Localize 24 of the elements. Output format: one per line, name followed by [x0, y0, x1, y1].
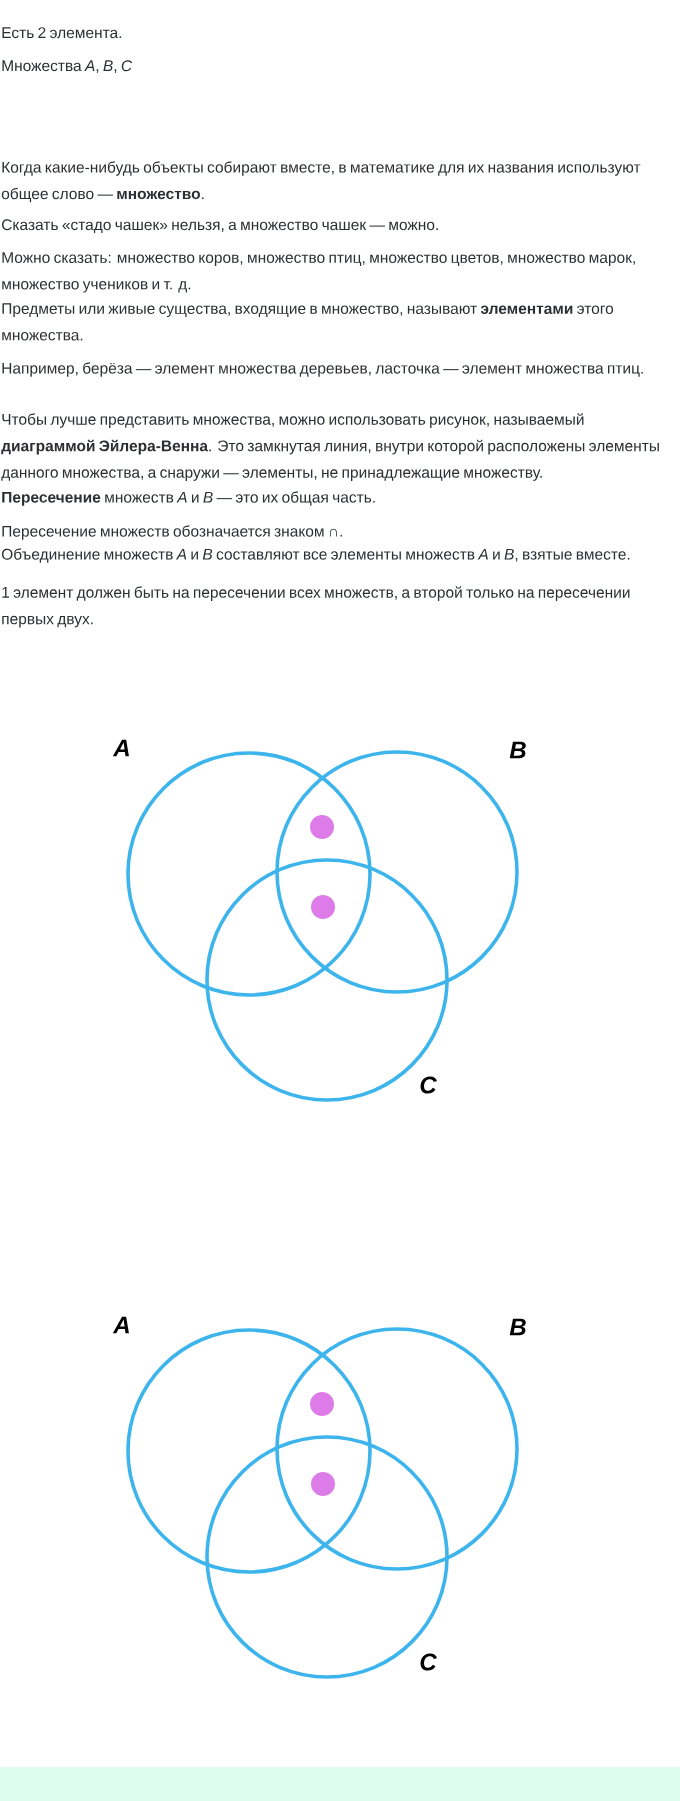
- paragraph: Есть 2 элемента.: [2, 27, 122, 39]
- element-dot: [310, 1392, 334, 1416]
- set-label: C: [420, 1076, 437, 1094]
- venn-circle: [205, 1435, 449, 1679]
- paragraph: 1 элемент должен быть на пересечении всех множеств, а второй только на пересечении первых двух.: [2, 586, 630, 628]
- paragraph: Предметы или живые существа, входящие в множество, называют элементами этого множества.: [2, 303, 614, 341]
- set-label: A: [112, 1316, 129, 1334]
- element-dot: [311, 1472, 335, 1496]
- set-label: B: [509, 1318, 526, 1336]
- element-dot: [311, 895, 335, 919]
- paragraph: Чтобы лучше представить множества, можно использовать рисунок, называемый диаграммой Эйлера-Венна. Это замкнутая линия, внутри которой расположены элементы данного множества, а снаружи — элементы, не принадлежащие множеству.: [1, 413, 659, 481]
- paragraph: Когда какие-нибудь объекты собирают вместе, в математике для их названия используют общее слово — множество.: [1, 161, 641, 203]
- element-dot: [310, 815, 334, 839]
- set-label: C: [420, 1653, 437, 1671]
- paragraph: Пересечение множеств A и B — это их общая часть.: [2, 491, 375, 506]
- venn-circle: [205, 858, 449, 1102]
- paragraph: Например, берёза — элемент множества деревьев, ласточка — элемент множества птиц.: [2, 362, 643, 377]
- set-label: A: [112, 739, 129, 757]
- paragraph: Можно сказать: множество коров, множество птиц, множество цветов, множество марок, множество учеников и т. д.: [2, 252, 635, 293]
- paragraph: Сказать «стадо чашек» нельзя, а множество чашек — можно.: [2, 219, 438, 234]
- set-label: B: [509, 741, 526, 759]
- paragraph: Пересечение множеств обозначается знаком ∩.: [2, 525, 342, 540]
- paragraph: Множества A, B, C: [2, 60, 133, 73]
- paragraph: Объединение множеств A и B составляют все элементы множеств A и B, взятые вместе.: [1, 548, 630, 563]
